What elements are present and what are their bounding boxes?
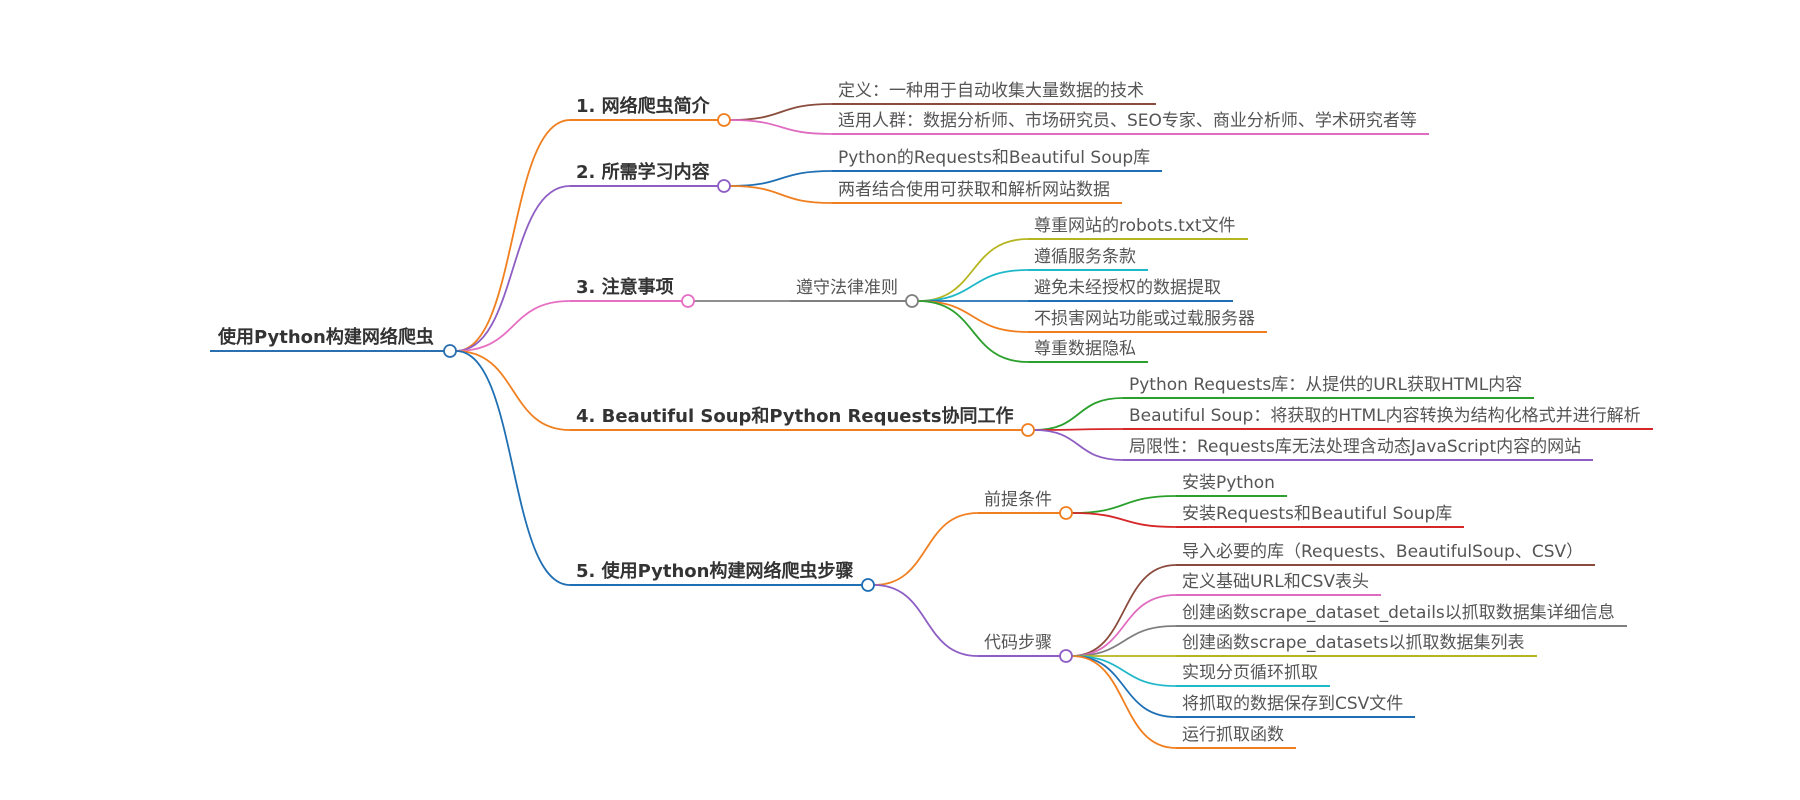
topic-learning-content[interactable]: 2. 所需学习内容: [576, 162, 710, 183]
topic-precautions[interactable]: 3. 注意事项: [576, 277, 674, 298]
leaf-save-csv[interactable]: 将抓取的数据保存到CSV文件: [1182, 694, 1404, 714]
leaf-scrape-details[interactable]: 创建函数scrape_dataset_details以抓取数据集详细信息: [1182, 603, 1615, 623]
connector-branch-2: [455, 185, 571, 352]
topic-build-steps[interactable]: 5. 使用Python构建网络爬虫步骤: [576, 561, 854, 582]
connector-b4-1-2: [1071, 625, 1177, 657]
connector-b4-1-1: [1071, 594, 1177, 657]
connector-b4-1-4: [1071, 655, 1177, 687]
connector-b4-0-0: [1071, 495, 1177, 514]
connector-b4-0-1: [1071, 512, 1177, 528]
branch-5-toggle: [861, 578, 875, 592]
leaf-audience[interactable]: 适用人群：数据分析师、市场研究员、SEO专家、商业分析师、学术研究者等: [838, 111, 1417, 131]
subtopic-prerequisites[interactable]: 前提条件: [984, 490, 1052, 510]
topic-bs-requests[interactable]: 4. Beautiful Soup和Python Requests协同工作: [576, 406, 1014, 427]
leaf-combined-use[interactable]: 两者结合使用可获取和解析网站数据: [838, 180, 1110, 200]
connector-b3-1: [1033, 428, 1124, 431]
connector-b1-0: [729, 170, 833, 187]
leaf-pagination[interactable]: 实现分页循环抓取: [1182, 663, 1318, 683]
leaf-requests-lib[interactable]: Python Requests库：从提供的URL获取HTML内容: [1129, 375, 1523, 395]
leaf-tos[interactable]: 遵循服务条款: [1034, 247, 1136, 267]
connector-b4-1: [873, 584, 979, 657]
root-toggle: [443, 344, 457, 358]
connector-b4-1-0: [1071, 564, 1177, 657]
connector-b4-1-5: [1071, 655, 1177, 718]
leaf-scrape-list[interactable]: 创建函数scrape_datasets以抓取数据集列表: [1182, 633, 1525, 653]
subtopic-b4-1-toggle: [1059, 649, 1073, 663]
connector-b1-1: [729, 185, 833, 204]
leaf-beautiful-soup[interactable]: Beautiful Soup：将获取的HTML内容转换为结构化格式并进行解析: [1129, 406, 1641, 426]
leaf-unauthorized[interactable]: 避免未经授权的数据提取: [1034, 278, 1221, 298]
connector-branch-3: [455, 300, 571, 352]
connector-branch-5: [455, 350, 571, 586]
branch-3-toggle: [681, 294, 695, 308]
leaf-install-python[interactable]: 安装Python: [1182, 473, 1275, 493]
connector-b3-0: [1033, 397, 1124, 431]
leaf-privacy[interactable]: 尊重数据隐私: [1034, 339, 1136, 359]
connector-b2-0-4: [917, 300, 1029, 363]
branch-4-toggle: [1021, 423, 1035, 437]
root-topic[interactable]: 使用Python构建网络爬虫: [218, 327, 434, 348]
leaf-limitation[interactable]: 局限性：Requests库无法处理含动态JavaScript内容的网站: [1129, 437, 1582, 457]
subtopic-code-steps[interactable]: 代码步骤: [984, 633, 1052, 653]
connector-b4-0: [873, 512, 979, 586]
leaf-define-url[interactable]: 定义基础URL和CSV表头: [1182, 572, 1370, 592]
connector-b3-2: [1033, 429, 1124, 461]
leaf-robots[interactable]: 尊重网站的robots.txt文件: [1034, 216, 1236, 236]
connector-branch-1: [455, 119, 571, 352]
leaf-libraries[interactable]: Python的Requests和Beautiful Soup库: [838, 148, 1151, 168]
connector-b4-1-6: [1071, 655, 1177, 749]
topic-intro[interactable]: 1. 网络爬虫简介: [576, 96, 710, 117]
leaf-definition[interactable]: 定义：一种用于自动收集大量数据的技术: [838, 81, 1144, 101]
connector-b2-0-1: [917, 269, 1029, 302]
branch-2-toggle: [717, 179, 731, 193]
leaf-run[interactable]: 运行抓取函数: [1182, 725, 1284, 745]
subtopic-b4-0-toggle: [1059, 506, 1073, 520]
subtopic-b2-0-toggle: [905, 294, 919, 308]
leaf-no-overload[interactable]: 不损害网站功能或过载服务器: [1034, 309, 1255, 329]
leaf-install-libs[interactable]: 安装Requests和Beautiful Soup库: [1182, 504, 1453, 524]
connector-b2-0-0: [917, 238, 1029, 302]
connector-b2-0-3: [917, 300, 1029, 333]
connector-b0-0: [729, 103, 833, 121]
leaf-import-libs[interactable]: 导入必要的库（Requests、BeautifulSoup、CSV）: [1182, 542, 1584, 562]
branch-1-toggle: [717, 113, 731, 127]
subtopic-legal[interactable]: 遵守法律准则: [796, 278, 898, 298]
connector-b0-1: [729, 119, 833, 135]
connector-branch-4: [455, 350, 571, 431]
